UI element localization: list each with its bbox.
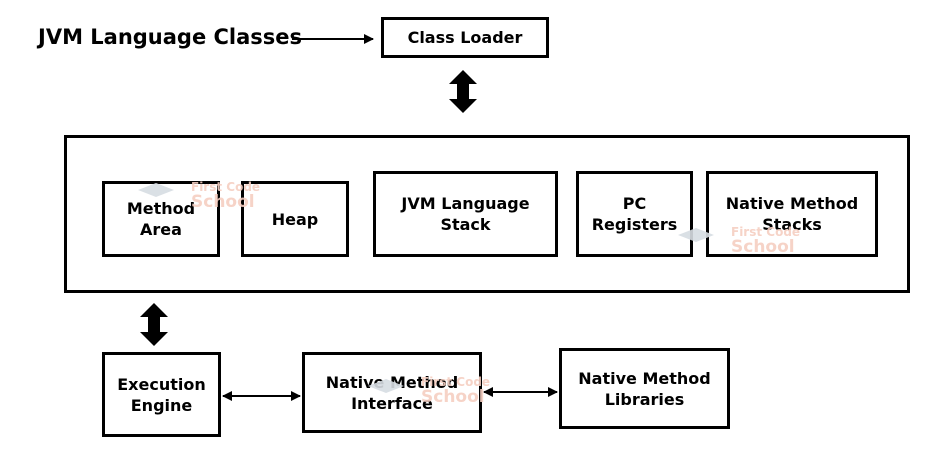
execution-engine-box: Execution Engine: [102, 352, 221, 437]
runtime-data-area-box: [64, 135, 910, 293]
pc-registers-box: PC Registers: [576, 171, 693, 257]
diagram-title: JVM Language Classes: [38, 25, 303, 49]
native-method-libraries-box: Native Method Libraries: [559, 348, 730, 429]
class-loader-runtime-double-arrow: [449, 70, 477, 113]
jvm-language-stack-box: JVM Language Stack: [373, 171, 558, 257]
native-method-stacks-box: Native Method Stacks: [706, 171, 878, 257]
heap-box: Heap: [241, 181, 349, 257]
native-method-interface-box: Native Method Interface: [302, 352, 482, 433]
method-area-box: Method Area: [102, 181, 220, 257]
class-loader-box: Class Loader: [381, 17, 549, 58]
runtime-execution-double-arrow: [140, 303, 168, 346]
